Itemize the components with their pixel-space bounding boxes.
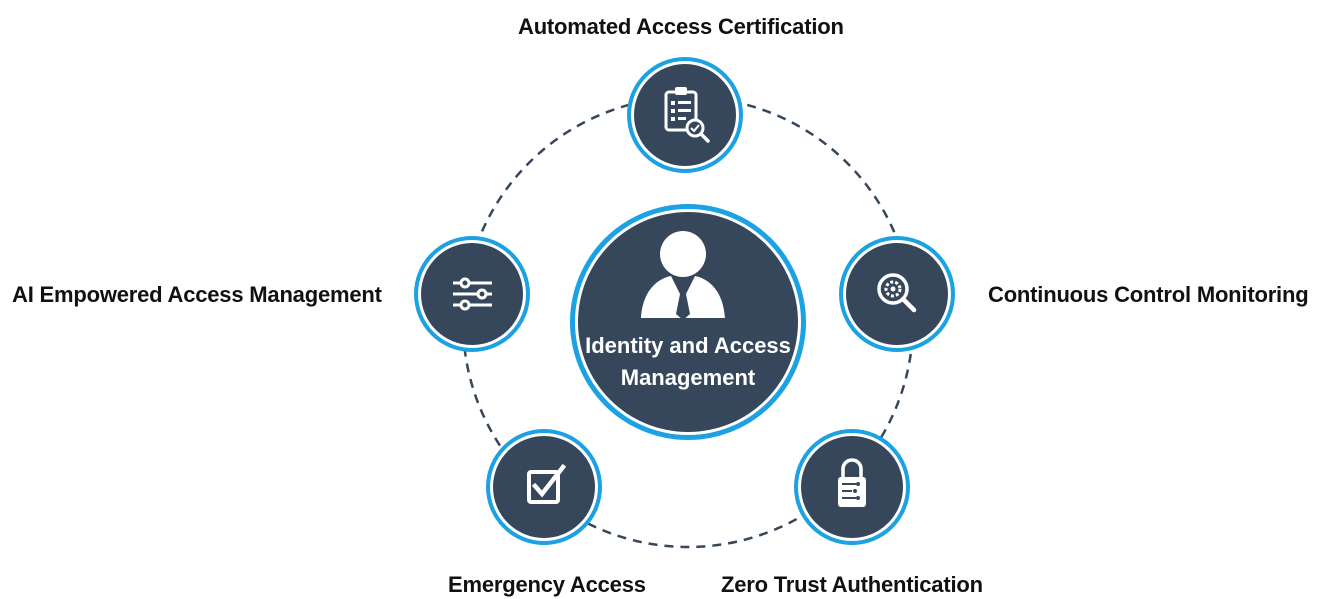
center-title: Identity and Access Management	[575, 330, 801, 394]
node-ai-empowered-access-management[interactable]	[414, 236, 530, 352]
node-automated-access-certification[interactable]	[627, 57, 743, 173]
label-continuous-control-monitoring: Continuous Control Monitoring	[988, 282, 1309, 307]
clipboard-check-icon	[664, 87, 710, 143]
node-emergency-access[interactable]	[486, 429, 602, 545]
center-title-line2: Management	[620, 365, 756, 390]
center-node	[570, 204, 806, 440]
node-continuous-control-monitoring[interactable]	[839, 236, 955, 352]
label-ai-empowered-access-management: AI Empowered Access Management	[12, 282, 382, 307]
center-title-line1: Identity and Access	[585, 333, 791, 358]
label-zero-trust-authentication: Zero Trust Authentication	[721, 572, 983, 597]
node-zero-trust-authentication[interactable]	[794, 429, 910, 545]
label-automated-access-certification: Automated Access Certification	[518, 14, 844, 39]
checkbox-icon	[527, 463, 567, 504]
circuit-lock-icon	[838, 458, 866, 507]
label-emergency-access: Emergency Access	[448, 572, 646, 597]
gear-magnifier-icon	[877, 273, 917, 313]
user-tie-icon	[641, 231, 725, 320]
sliders-icon	[453, 277, 492, 311]
